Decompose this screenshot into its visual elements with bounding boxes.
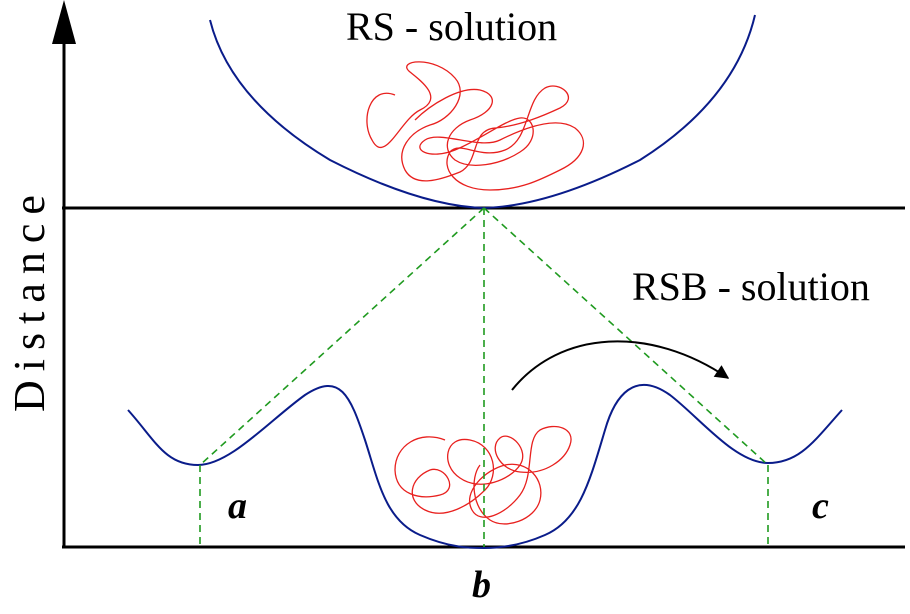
rsb-landscape-curve <box>127 383 843 550</box>
rs-solution-label: RS - solution <box>346 4 557 49</box>
rsb-solution-label: RSB - solution <box>632 264 870 309</box>
projection-to-a <box>199 207 485 466</box>
y-axis-arrowhead <box>52 0 76 44</box>
rs-trajectory-scribble <box>366 61 584 191</box>
label-c: c <box>812 485 829 527</box>
label-a: a <box>228 485 247 527</box>
projection-lines <box>199 207 769 547</box>
projection-to-c <box>483 207 769 466</box>
rsb-trajectory-scribble <box>394 425 572 525</box>
transition-arrow <box>511 340 730 391</box>
y-axis-label: Distance <box>5 186 54 412</box>
label-b: b <box>472 564 491 606</box>
